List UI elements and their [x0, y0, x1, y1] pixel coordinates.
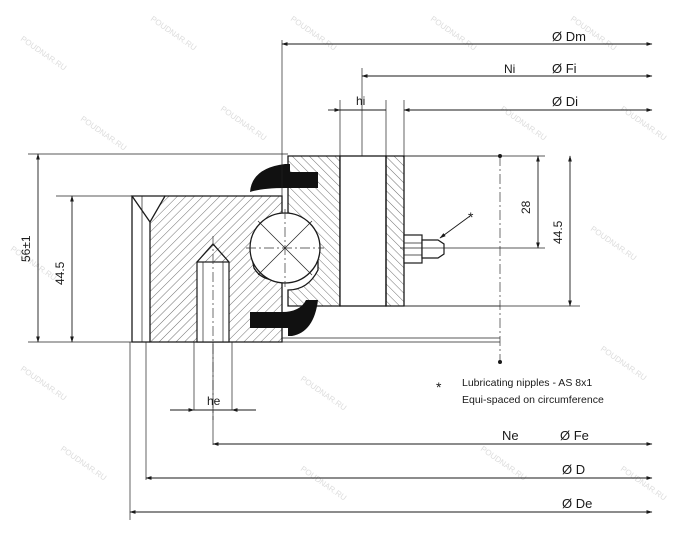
note-asterisk: *: [436, 379, 442, 395]
nipple-asterisk: *: [468, 209, 474, 225]
watermark: POUDNAR.RU: [599, 344, 648, 382]
inner-ring-hole: [339, 155, 387, 307]
dim-28-label: 28: [519, 200, 533, 214]
height-total-label: 56±1: [19, 235, 33, 262]
lubrication-note: * Lubricating nipples - AS 8x1 Equi-spac…: [436, 377, 604, 406]
fi-label: Ø Fi: [552, 61, 577, 76]
watermark: POUDNAR.RU: [299, 374, 348, 412]
note-line-1: Lubricating nipples - AS 8x1: [462, 377, 592, 389]
watermark: POUDNAR.RU: [19, 364, 68, 402]
watermark: POUDNAR.RU: [219, 104, 268, 142]
dimensions: Ø Dm Ni Ø Fi hi Ø Di 56±1 44.5 28 44.5 *…: [19, 29, 653, 514]
watermark: POUDNAR.RU: [479, 444, 528, 482]
fe-label: Ø Fe: [560, 428, 589, 443]
watermark: POUDNAR.RU: [619, 464, 668, 502]
watermark: POUDNAR.RU: [299, 464, 348, 502]
bearing-section: [28, 40, 580, 520]
watermark: POUDNAR.RU: [79, 114, 128, 152]
d-label: Ø D: [562, 462, 585, 477]
ne-label: Ne: [502, 428, 519, 443]
watermark: POUDNAR.RU: [9, 244, 58, 282]
note-line-2: Equi-spaced on circumference: [462, 394, 604, 406]
watermark: POUDNAR.RU: [429, 14, 478, 52]
ni-label: Ni: [504, 62, 515, 76]
height-left-label: 44.5: [53, 261, 67, 285]
he-label: he: [207, 394, 221, 408]
inner-ring-right: [385, 155, 405, 307]
bottom-seal: [250, 300, 318, 336]
height-right-label: 44.5: [551, 220, 565, 244]
watermark: POUDNAR.RU: [149, 14, 198, 52]
top-seal: [250, 164, 318, 192]
watermark: POUDNAR.RU: [289, 14, 338, 52]
de-label: Ø De: [562, 496, 592, 511]
watermark: POUDNAR.RU: [59, 444, 108, 482]
grease-nipple: [403, 234, 445, 264]
di-label: Ø Di: [552, 94, 578, 109]
dm-label: Ø Dm: [552, 29, 586, 44]
watermark: POUDNAR.RU: [19, 34, 68, 72]
watermark: POUDNAR.RU: [589, 224, 638, 262]
hi-label: hi: [356, 94, 365, 108]
